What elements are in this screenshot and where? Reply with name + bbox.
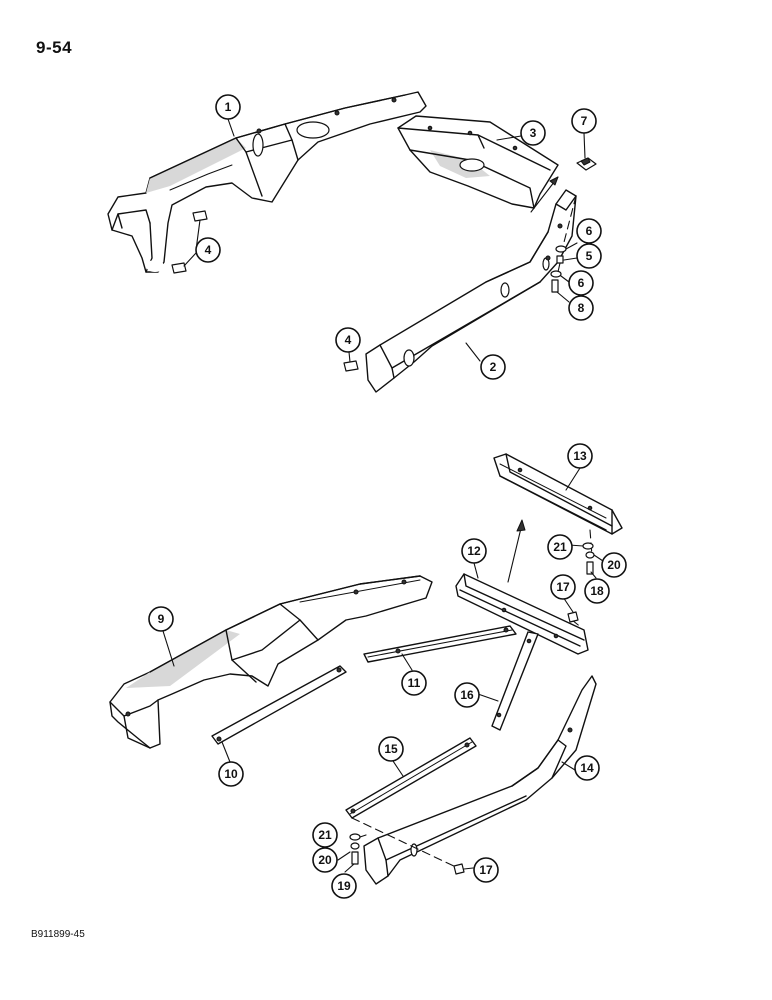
- callout-label-12: 12: [467, 544, 481, 558]
- assembly-line-15-14: [351, 817, 459, 869]
- callout-16: 16: [454, 682, 480, 708]
- callout-label-16: 16: [460, 688, 474, 702]
- callout-label-7: 7: [581, 114, 588, 128]
- callout-5: 5: [576, 243, 602, 269]
- part-1-left-side-shield: [107, 91, 427, 273]
- callout-21-upper: 21: [547, 534, 573, 560]
- callout-8: 8: [568, 295, 594, 321]
- part-9-lower-left-shield: [109, 575, 433, 749]
- callout-17-lower: 17: [473, 857, 499, 883]
- callout-label-20-lower: 20: [318, 853, 332, 867]
- lower-hardware-stack-right: [567, 542, 595, 623]
- callout-label-14: 14: [580, 761, 594, 775]
- callout-label-4-upper: 4: [205, 243, 212, 257]
- callout-6-upper: 6: [576, 218, 602, 244]
- part-2-right-side-rail: [365, 189, 577, 393]
- callout-13: 13: [567, 443, 593, 469]
- callout-label-18: 18: [590, 584, 604, 598]
- callout-1: 1: [215, 94, 241, 120]
- callout-6-lower: 6: [568, 270, 594, 296]
- callout-label-21-upper: 21: [553, 540, 567, 554]
- callout-label-5: 5: [586, 249, 593, 263]
- callout-14: 14: [574, 755, 600, 781]
- callout-7: 7: [571, 108, 597, 134]
- callout-label-8: 8: [578, 301, 585, 315]
- callout-17-upper: 17: [550, 574, 576, 600]
- callout-4-lower: 4: [335, 327, 361, 353]
- callout-19: 19: [331, 873, 357, 899]
- callout-label-19: 19: [337, 879, 351, 893]
- part-15-diagonal-bar: [345, 737, 477, 819]
- callout-label-17-upper: 17: [556, 580, 570, 594]
- callout-label-4-lower: 4: [345, 333, 352, 347]
- callout-2: 2: [480, 354, 506, 380]
- callout-4-upper: 4: [195, 237, 221, 263]
- part-4-rubber-pads-upper: [171, 210, 208, 274]
- part-14-lower-right-rail: [363, 675, 597, 885]
- callout-label-2: 2: [490, 360, 497, 374]
- callout-label-15: 15: [384, 742, 398, 756]
- callout-label-6-upper: 6: [586, 224, 593, 238]
- callout-20-upper: 20: [601, 552, 627, 578]
- callout-3: 3: [520, 120, 546, 146]
- callout-label-13: 13: [573, 449, 587, 463]
- part-11-middle-strap: [363, 625, 517, 663]
- callout-15: 15: [378, 736, 404, 762]
- callout-label-6-lower: 6: [578, 276, 585, 290]
- callout-10: 10: [218, 761, 244, 787]
- callout-label-21-lower: 21: [318, 828, 332, 842]
- upper-hardware-stack: [550, 195, 577, 293]
- part-7-clip-nut: [576, 157, 597, 171]
- callout-11: 11: [401, 670, 427, 696]
- callout-label-11: 11: [408, 676, 421, 690]
- callout-18: 18: [584, 578, 610, 604]
- callout-label-1: 1: [225, 100, 232, 114]
- callout-label-3: 3: [530, 126, 537, 140]
- part-4-rubber-pad-lower: [343, 360, 359, 372]
- callout-label-9: 9: [158, 612, 165, 626]
- leader-lines: [162, 118, 604, 873]
- part-10-lower-strap: [211, 665, 347, 745]
- callout-20-lower: 20: [312, 847, 338, 873]
- assembly-arrow-lower: [507, 523, 523, 583]
- callout-12: 12: [461, 538, 487, 564]
- callout-label-10: 10: [224, 767, 238, 781]
- callout-label-17-lower: 17: [479, 863, 493, 877]
- figure-id: B911899-45: [31, 929, 85, 940]
- part-16-vertical-brace: [491, 631, 539, 731]
- part-12-crossbar: [455, 573, 589, 655]
- callout-9: 9: [148, 606, 174, 632]
- lower-hardware-stack-left: [349, 833, 465, 875]
- page-number: 9-54: [36, 38, 73, 57]
- part-3-top-plate: [397, 115, 559, 209]
- callout-21-lower: 21: [312, 822, 338, 848]
- part-13-top-channel: [493, 453, 623, 535]
- callout-label-20-upper: 20: [607, 558, 621, 572]
